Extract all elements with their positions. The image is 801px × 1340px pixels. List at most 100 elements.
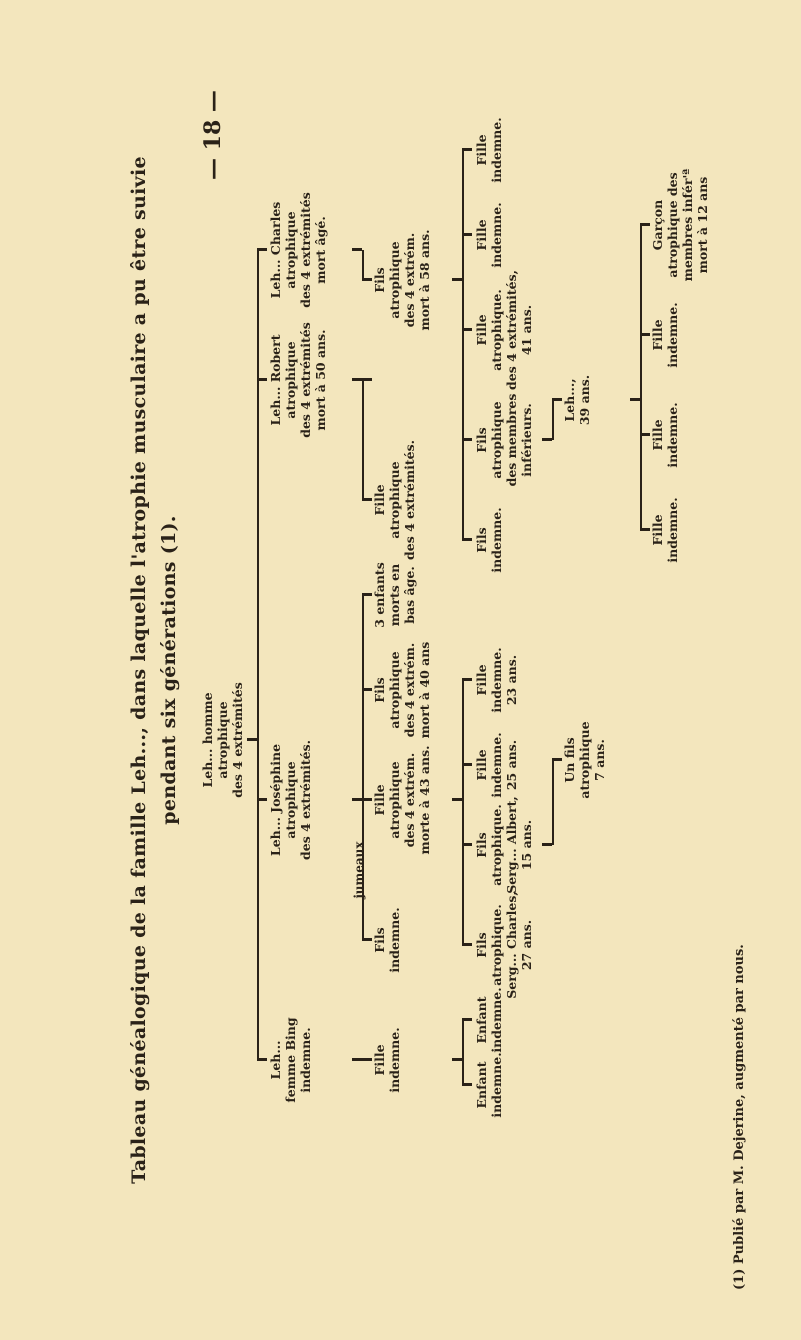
twins-label: jumeaux bbox=[352, 841, 366, 899]
title-line-2: pendant six générations (1). bbox=[158, 515, 180, 825]
parent-tick bbox=[542, 843, 552, 846]
child-tick bbox=[640, 223, 650, 226]
person-text-line: Leh... Charles bbox=[268, 201, 283, 299]
child-tick bbox=[640, 528, 650, 531]
brace-line bbox=[362, 250, 364, 280]
person-text-line: atrophique bbox=[215, 701, 230, 779]
person-text-line: mort âgé. bbox=[313, 216, 328, 284]
person-text-line: atrophique bbox=[387, 241, 402, 319]
brace-line bbox=[462, 1020, 464, 1085]
title-line-1: Tableau généalogique de la famille Leh..… bbox=[128, 156, 150, 1184]
child-tick bbox=[362, 1058, 372, 1061]
child-tick bbox=[552, 758, 562, 761]
parent-tick bbox=[352, 248, 362, 251]
child-tick bbox=[362, 938, 372, 941]
parent-tick bbox=[452, 1058, 462, 1061]
brace-line bbox=[462, 150, 464, 540]
person-text-line: des 4 extrémités bbox=[230, 682, 245, 798]
person-text-line: indemne. bbox=[298, 1027, 313, 1093]
person-text-line: Leh... Joséphine bbox=[268, 743, 283, 857]
child-tick bbox=[362, 593, 372, 596]
person-text-line: Fils bbox=[372, 267, 387, 293]
child-tick bbox=[462, 538, 472, 541]
parent-tick bbox=[352, 1058, 362, 1061]
person-text-line: membres infér'ª bbox=[680, 168, 695, 282]
person-text-line: Leh..., bbox=[562, 378, 577, 422]
child-tick bbox=[462, 148, 472, 151]
brace-line bbox=[462, 680, 464, 945]
person-text-line: des 4 extrémités, bbox=[504, 270, 519, 390]
person-text-line: mort à 40 ans bbox=[417, 641, 432, 739]
child-tick bbox=[462, 943, 472, 946]
footnote: (1) Publié par M. Dejerine, augmenté par… bbox=[732, 944, 747, 1290]
parent-tick bbox=[542, 438, 552, 441]
child-tick bbox=[362, 378, 372, 381]
parent-tick bbox=[247, 738, 257, 741]
person-text-line: des 4 extrém. bbox=[402, 232, 417, 328]
person-text-line: des 4 extrémités bbox=[298, 192, 313, 308]
person-text-line: mort à 58 ans. bbox=[417, 229, 432, 331]
person-text-line: Fille bbox=[474, 134, 489, 166]
child-tick bbox=[462, 763, 472, 766]
child-tick bbox=[552, 398, 562, 401]
brace-line bbox=[362, 595, 364, 940]
person-text-line: des 4 extrémités. bbox=[298, 740, 313, 860]
child-tick bbox=[462, 843, 472, 846]
person-text-line: atrophique bbox=[387, 461, 402, 539]
child-tick bbox=[640, 333, 650, 336]
parent-tick bbox=[630, 398, 640, 401]
child-tick bbox=[362, 798, 372, 801]
child-tick bbox=[462, 1083, 472, 1086]
parent-tick bbox=[352, 798, 362, 801]
person-text-line: 41 ans. bbox=[519, 304, 534, 356]
child-tick bbox=[257, 798, 267, 801]
brace-line bbox=[640, 225, 642, 530]
child-tick bbox=[257, 248, 267, 251]
person-text-line: Garçon bbox=[650, 199, 665, 251]
child-tick bbox=[257, 378, 267, 381]
child-tick bbox=[462, 1018, 472, 1021]
person-text-line: 23 ans. bbox=[504, 654, 519, 706]
child-tick bbox=[362, 688, 372, 691]
person-text-line: atrophique des bbox=[665, 172, 680, 278]
person-gen5-leh39: Leh...,39 ans. bbox=[562, 315, 592, 485]
person-text-line: atrophique bbox=[577, 721, 592, 799]
child-tick bbox=[462, 678, 472, 681]
child-tick bbox=[362, 278, 372, 281]
child-tick bbox=[362, 498, 372, 501]
person-text-line: femme Bing bbox=[283, 1017, 298, 1103]
person-text-line: Fille bbox=[372, 484, 387, 516]
brace-line bbox=[552, 400, 554, 440]
child-tick bbox=[257, 1058, 267, 1061]
child-tick bbox=[640, 433, 650, 436]
parent-tick bbox=[452, 798, 462, 801]
page-number: — 18 — bbox=[200, 90, 226, 180]
brace-line bbox=[362, 380, 364, 500]
person-text-line: 15 ans. bbox=[519, 819, 534, 871]
person-text-line: mort à 12 ans bbox=[695, 176, 710, 274]
child-tick bbox=[462, 438, 472, 441]
person-text-line: 7 ans. bbox=[592, 739, 607, 781]
brace-line bbox=[552, 760, 554, 845]
person-text-line: atrophique bbox=[283, 761, 298, 839]
parent-tick bbox=[452, 278, 462, 281]
person-text-line: atrophique bbox=[283, 211, 298, 289]
brace-line bbox=[257, 250, 259, 1060]
person-text-line: indemne. bbox=[489, 117, 504, 183]
person-text-line: des 4 extrémités. bbox=[402, 440, 417, 560]
person-text-line: Leh... homme bbox=[200, 692, 215, 788]
person-text-line: 39 ans. bbox=[577, 374, 592, 426]
person-text-line: Un fils bbox=[562, 737, 577, 783]
person-text-line: Leh... bbox=[268, 1040, 283, 1080]
child-tick bbox=[462, 328, 472, 331]
